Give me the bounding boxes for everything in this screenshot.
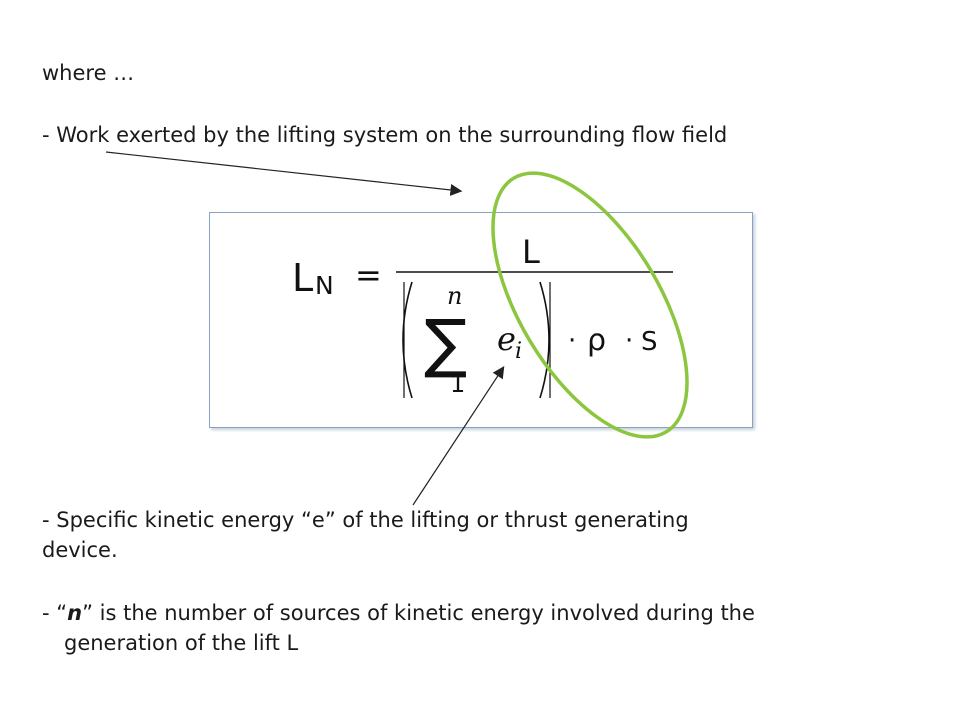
rho-symbol: ρ bbox=[587, 323, 606, 358]
s-symbol: S bbox=[641, 327, 658, 357]
formula-numerator: L bbox=[522, 233, 540, 271]
n-description-line2: generation of the lift L bbox=[64, 631, 299, 655]
sum-upper-limit: n bbox=[447, 282, 462, 310]
highlight-ellipse bbox=[491, 171, 689, 439]
n-symbol: n bbox=[67, 601, 83, 625]
sum-symbol: ∑ bbox=[424, 307, 467, 381]
paren-left-outer bbox=[402, 281, 413, 399]
n-suffix: ” is the number of sources of kinetic en… bbox=[82, 601, 755, 625]
work-description: - Work exerted by the lifting system on … bbox=[42, 123, 728, 147]
arrow-to-e-term bbox=[412, 365, 505, 506]
dot-operator-1: · bbox=[568, 326, 576, 356]
term-e-subscript: i bbox=[515, 339, 522, 364]
n-description-line1: - “n” is the number of sources of kineti… bbox=[42, 600, 755, 626]
formula-box bbox=[209, 212, 753, 428]
dot-operator-2: · bbox=[625, 326, 633, 356]
term-e: e bbox=[497, 320, 516, 358]
n-prefix: - “ bbox=[42, 601, 68, 625]
energy-description-line1: - Specific kinetic energy “e” of the lif… bbox=[42, 508, 689, 532]
sum-lower-limit: 1 bbox=[450, 370, 465, 398]
where-text: where … bbox=[42, 61, 135, 85]
arrow-to-ellipse bbox=[105, 151, 463, 196]
formula-equals: = bbox=[355, 256, 382, 294]
energy-description-line2: device. bbox=[42, 538, 118, 562]
paren-right-outer bbox=[539, 281, 550, 399]
formula-lhs-subscript: N bbox=[315, 271, 334, 300]
formula-lhs-L: L bbox=[292, 256, 313, 300]
